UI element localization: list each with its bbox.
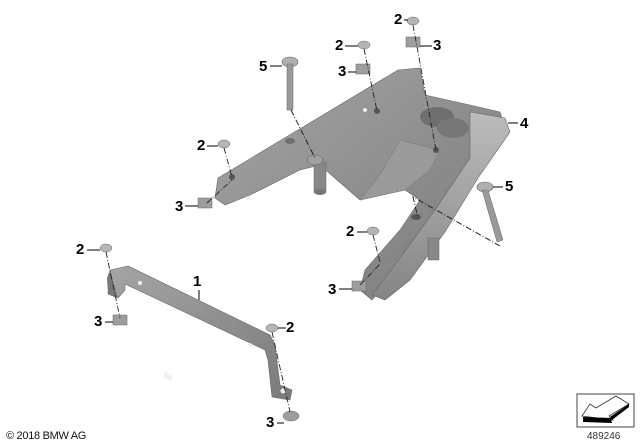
- callout-part-3: 3: [266, 414, 275, 431]
- callout-part-2: 2: [335, 37, 344, 54]
- callout-part-5: 5: [505, 178, 514, 195]
- callout-part-3: 3: [175, 198, 184, 215]
- bolt-part-5-left: [281, 56, 316, 159]
- callout-part-3: 3: [338, 63, 347, 80]
- assembly-lines: [105, 24, 437, 413]
- strap-bracket-part-1: [107, 265, 293, 401]
- fasteners: [99, 16, 421, 422]
- callout-part-3: 3: [433, 37, 442, 54]
- callout-part-2: 2: [394, 11, 403, 28]
- callout-part-2: 2: [286, 319, 295, 336]
- callout-part-2: 2: [197, 137, 206, 154]
- callout-part-5: 5: [259, 58, 268, 75]
- callout-part-3: 3: [328, 281, 337, 298]
- main-bracket-part-4: [214, 67, 511, 301]
- diagram-number: 489246: [587, 431, 621, 442]
- callout-part-2: 2: [346, 223, 355, 240]
- callout-part-1: 1: [193, 273, 202, 290]
- orientation-arrow-icon: [576, 393, 635, 428]
- bolt-part-5-right: [412, 181, 504, 247]
- callout-part-3: 3: [94, 313, 103, 330]
- callout-part-2: 2: [76, 241, 85, 258]
- leader-lines: [87, 19, 518, 424]
- copyright-text: © 2018 BMW AG: [6, 430, 87, 442]
- callout-part-4: 4: [520, 115, 529, 132]
